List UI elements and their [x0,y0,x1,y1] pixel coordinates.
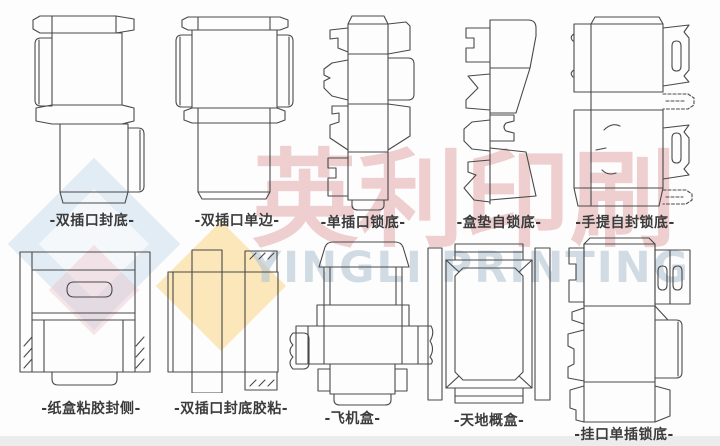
label-heaven-earth-lid-box: -天地概盒- [453,413,525,429]
label-hang-tab-single-tuck-lock-bottom: -挂口单插锁底- [574,427,674,443]
dieline-drawing [570,16,695,207]
dieline-heaven-earth-lid-box [424,238,586,410]
dieline-handle-self-seal-lock-bottom [566,8,716,213]
dieline-drawing [323,15,415,211]
dieline-double-tuck-sealed-bottom-glued [160,238,312,393]
dieline-box-pad-auto-lock-bottom [440,8,564,213]
dieline-glued-side-sealed-carton [12,240,160,400]
dieline-drawing [567,237,691,423]
label-airplane-mailer-box: -飞机盒- [324,411,381,427]
label-single-tuck-lock-bottom: -单插口锁底- [320,215,406,231]
label-glued-side-sealed-carton: -纸盒粘胶封侧- [41,401,141,417]
dieline-drawing [175,16,294,200]
dieline-drawing [32,15,145,204]
bottom-edge-band [0,436,720,446]
dieline-airplane-mailer-box [294,236,436,408]
dieline-hang-tab-single-tuck-lock-bottom [564,236,716,426]
dieline-double-tuck-single-side [168,8,302,208]
dieline-drawing [295,241,434,406]
dieline-drawing [427,243,551,404]
dieline-drawing [463,19,537,205]
dieline-drawing [167,249,310,393]
dieline-double-tuck-sealed-bottom [10,8,160,208]
dieline-single-tuck-lock-bottom [306,8,434,213]
label-handle-self-seal-lock-bottom: -手提自封锁底- [575,215,675,231]
label-double-tuck-sealed-bottom: -双插口封底- [49,213,135,229]
label-box-pad-auto-lock-bottom: -盒垫自锁底- [456,215,542,231]
label-double-tuck-sealed-bottom-glued: -双插口封底胶粘- [173,401,289,417]
label-double-tuck-single-side: -双插口单边- [194,213,280,229]
dieline-drawing [19,251,151,386]
